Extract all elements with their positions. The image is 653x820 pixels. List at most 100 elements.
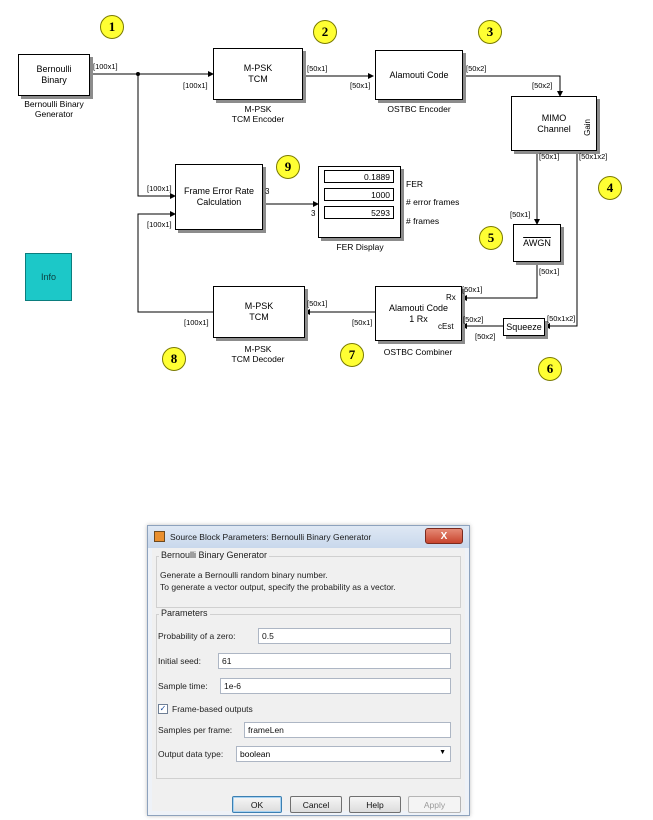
probability-zero-label: Probability of a zero: <box>158 631 236 641</box>
tcm-decoder-label: M-PSK TCM <box>244 301 274 322</box>
signal-label: [100x1] <box>147 184 172 193</box>
mimo-gain-port-label: Gain <box>583 119 592 136</box>
dialog-titlebar[interactable]: Source Block Parameters: Bernoulli Binar… <box>148 526 469 548</box>
ostbc-encoder-caption: OSTBC Encoder <box>387 104 451 114</box>
probability-zero-input[interactable] <box>258 628 451 644</box>
ostbc-combiner-label: Alamouti Code 1 Rx <box>388 302 449 324</box>
signal-label: [50x1] <box>307 64 328 73</box>
info-label: Info <box>40 272 56 282</box>
cancel-button-label: Cancel <box>302 799 330 810</box>
initial-seed-input[interactable] <box>218 653 451 669</box>
fer-display-in-port: 3 <box>311 209 316 218</box>
samples-per-frame-row: Samples per frame: <box>158 722 451 738</box>
parameters-group <box>156 614 461 779</box>
parameters-group-title: Parameters <box>159 608 210 618</box>
tcm-encoder-block[interactable]: M-PSK TCM <box>213 48 303 100</box>
signal-label: [50x2] <box>466 64 487 73</box>
sample-time-input[interactable] <box>220 678 451 694</box>
description-group-title: Bernoulli Binary Generator <box>159 550 270 560</box>
marker-7: 7 <box>340 343 364 367</box>
signal-label: [100x1] <box>183 81 208 90</box>
line-gain-to-squeeze <box>544 151 578 329</box>
squeeze-block[interactable]: Squeeze <box>503 318 545 336</box>
squeeze-label: Squeeze <box>506 321 542 332</box>
output-type-select[interactable]: boolean ▼ <box>236 746 451 762</box>
line-branch-to-fer <box>137 74 176 199</box>
cancel-button[interactable]: Cancel <box>290 796 342 813</box>
fer-calc-label: Frame Error Rate Calculation <box>183 186 254 207</box>
mimo-label: MIMO Channel <box>537 112 571 134</box>
signal-label: [50x1x2] <box>547 314 576 323</box>
signal-lines <box>90 71 578 329</box>
awgn-label: AWGN <box>523 237 551 248</box>
fer-label: FER <box>406 179 423 189</box>
marker-4: 4 <box>598 176 622 200</box>
marker-8: 8 <box>162 347 186 371</box>
dialog-title: Source Block Parameters: Bernoulli Binar… <box>170 532 372 542</box>
sample-time-row: Sample time: <box>158 678 451 694</box>
tcm-decoder-caption: M-PSK TCM Decoder <box>231 344 285 364</box>
signal-label: [100x1] <box>184 318 209 327</box>
description-group <box>156 556 461 608</box>
tcm-encoder-label: M-PSK TCM <box>243 63 273 84</box>
signal-label: [50x2] <box>532 81 553 90</box>
signal-label: [50x2] <box>463 315 484 324</box>
mimo-channel-block[interactable]: MIMO Channel Gain <box>511 96 597 151</box>
error-frames-value: 1000 <box>324 188 394 201</box>
marker-6: 6 <box>538 357 562 381</box>
samples-per-frame-input[interactable] <box>244 722 451 738</box>
line-awgn-to-comb <box>461 262 538 301</box>
marker-5: 5 <box>479 226 503 250</box>
signal-label: [100x1] <box>147 220 172 229</box>
awgn-block[interactable]: AWGN <box>513 224 561 262</box>
help-button-label: Help <box>366 799 384 810</box>
bernoulli-block-label: Bernoulli Binary <box>36 64 72 85</box>
signal-label: [50x1] <box>539 152 560 161</box>
signal-label: [50x2] <box>475 332 496 341</box>
description-line-2: To generate a vector output, specify the… <box>160 582 396 592</box>
close-button[interactable]: X <box>425 528 463 544</box>
line-ostbc-to-mimo <box>463 75 563 97</box>
ostbc-encoder-block[interactable]: Alamouti Code <box>375 50 463 100</box>
frames-label: # frames <box>406 216 440 226</box>
bernoulli-binary-block[interactable]: Bernoulli Binary <box>18 54 90 96</box>
block-parameters-dialog: Source Block Parameters: Bernoulli Binar… <box>147 525 470 816</box>
apply-button[interactable]: Apply <box>408 796 461 813</box>
frame-based-label: Frame-based outputs <box>172 704 253 714</box>
apply-button-label: Apply <box>423 799 446 810</box>
simulink-app-icon <box>154 531 165 542</box>
ok-button-label: OK <box>250 799 264 810</box>
signal-label: [50x1] <box>462 285 483 294</box>
fer-calculation-block[interactable]: Frame Error Rate Calculation <box>175 164 263 230</box>
error-frames-label: # error frames <box>406 197 460 207</box>
ostbc-encoder-label: Alamouti Code <box>389 69 449 80</box>
line-tcmdec-to-fer <box>137 211 213 313</box>
frame-based-checkbox[interactable]: ✓ <box>158 704 168 714</box>
help-button[interactable]: Help <box>349 796 401 813</box>
tcm-decoder-block[interactable]: M-PSK TCM <box>213 286 305 338</box>
dialog-client-area: Bernoulli Binary Generator Generate a Be… <box>152 548 465 813</box>
close-icon: X <box>440 530 448 542</box>
marker-9: 9 <box>276 155 300 179</box>
signal-label: [100x1] <box>93 62 118 71</box>
sample-time-label: Sample time: <box>158 681 208 691</box>
fer-value: 0.1889 <box>324 170 394 183</box>
description-line-1: Generate a Bernoulli random binary numbe… <box>160 570 328 580</box>
signal-label: [50x1] <box>350 81 371 90</box>
signal-label: [50x1] <box>352 318 373 327</box>
probability-zero-row: Probability of a zero: <box>158 628 451 644</box>
info-block[interactable]: Info <box>25 253 72 301</box>
signal-label: [50x1] <box>510 210 531 219</box>
combiner-rx-port: Rx <box>446 293 456 302</box>
initial-seed-row: Initial seed: <box>158 653 451 669</box>
output-type-label: Output data type: <box>158 749 224 759</box>
tcm-encoder-caption: M-PSK TCM Encoder <box>231 104 285 124</box>
ok-button[interactable]: OK <box>232 796 282 813</box>
marker-2: 2 <box>313 20 337 44</box>
marker-1: 1 <box>100 15 124 39</box>
output-type-value: boolean <box>240 749 271 759</box>
fer-display-caption: FER Display <box>336 242 384 252</box>
chevron-down-icon: ▼ <box>439 749 446 756</box>
ostbc-combiner-block[interactable]: Alamouti Code 1 Rx <box>375 286 462 341</box>
frames-value: 5293 <box>324 206 394 219</box>
